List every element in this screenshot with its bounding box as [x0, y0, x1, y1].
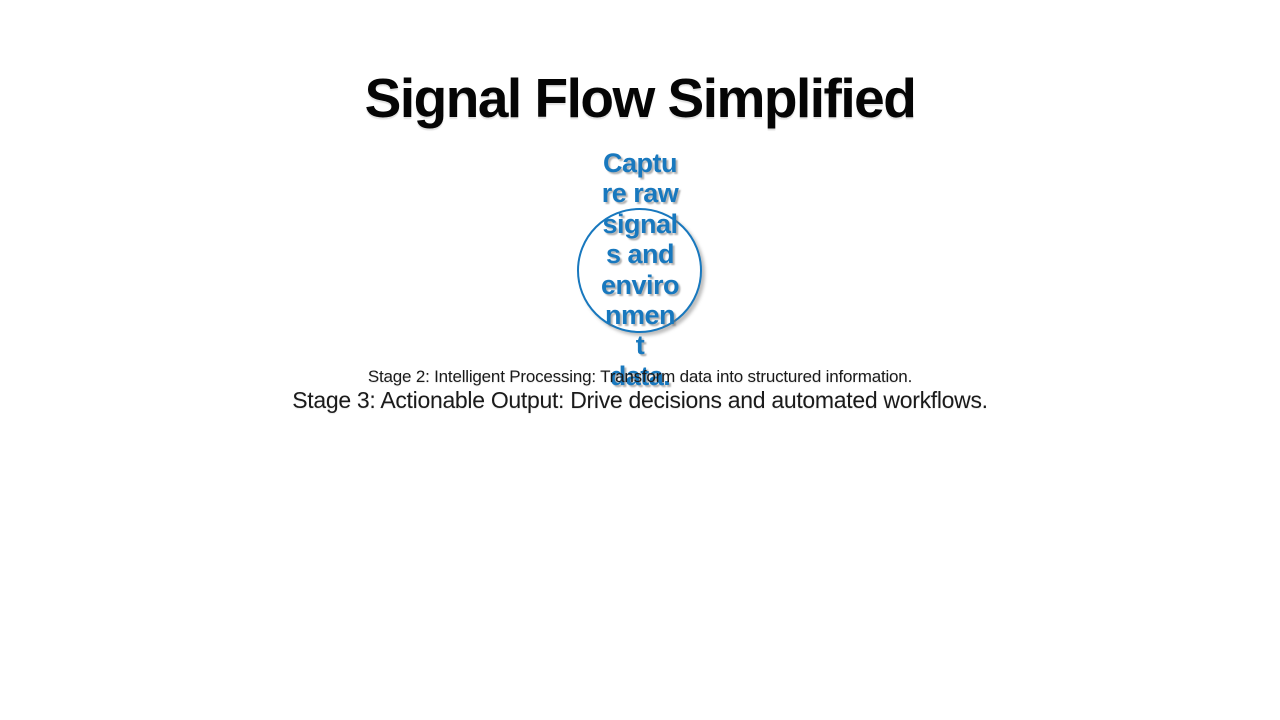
slide-title: Signal Flow Simplified — [364, 67, 917, 129]
stage1-text-line: nmen — [604, 300, 676, 331]
stage1-text-line: data. — [609, 360, 671, 391]
stage1-shape-text: Captu re raw signal s and enviro nmen t … — [600, 148, 680, 391]
stage1-text-line: re raw — [601, 178, 679, 209]
stage2-text: Stage 2: Intelligent Processing: Transfo… — [367, 367, 913, 386]
stage1-circle-shape — [577, 208, 702, 333]
stage3-text: Stage 3: Actionable Output: Drive decisi… — [292, 387, 988, 413]
stage1-text-line: enviro — [600, 269, 680, 300]
stage1-text-line: Captu — [603, 148, 678, 178]
stage1-text-line: s and — [605, 239, 675, 270]
stage1-text-line: signal — [602, 208, 678, 239]
stage1-text-line: t — [635, 330, 645, 361]
